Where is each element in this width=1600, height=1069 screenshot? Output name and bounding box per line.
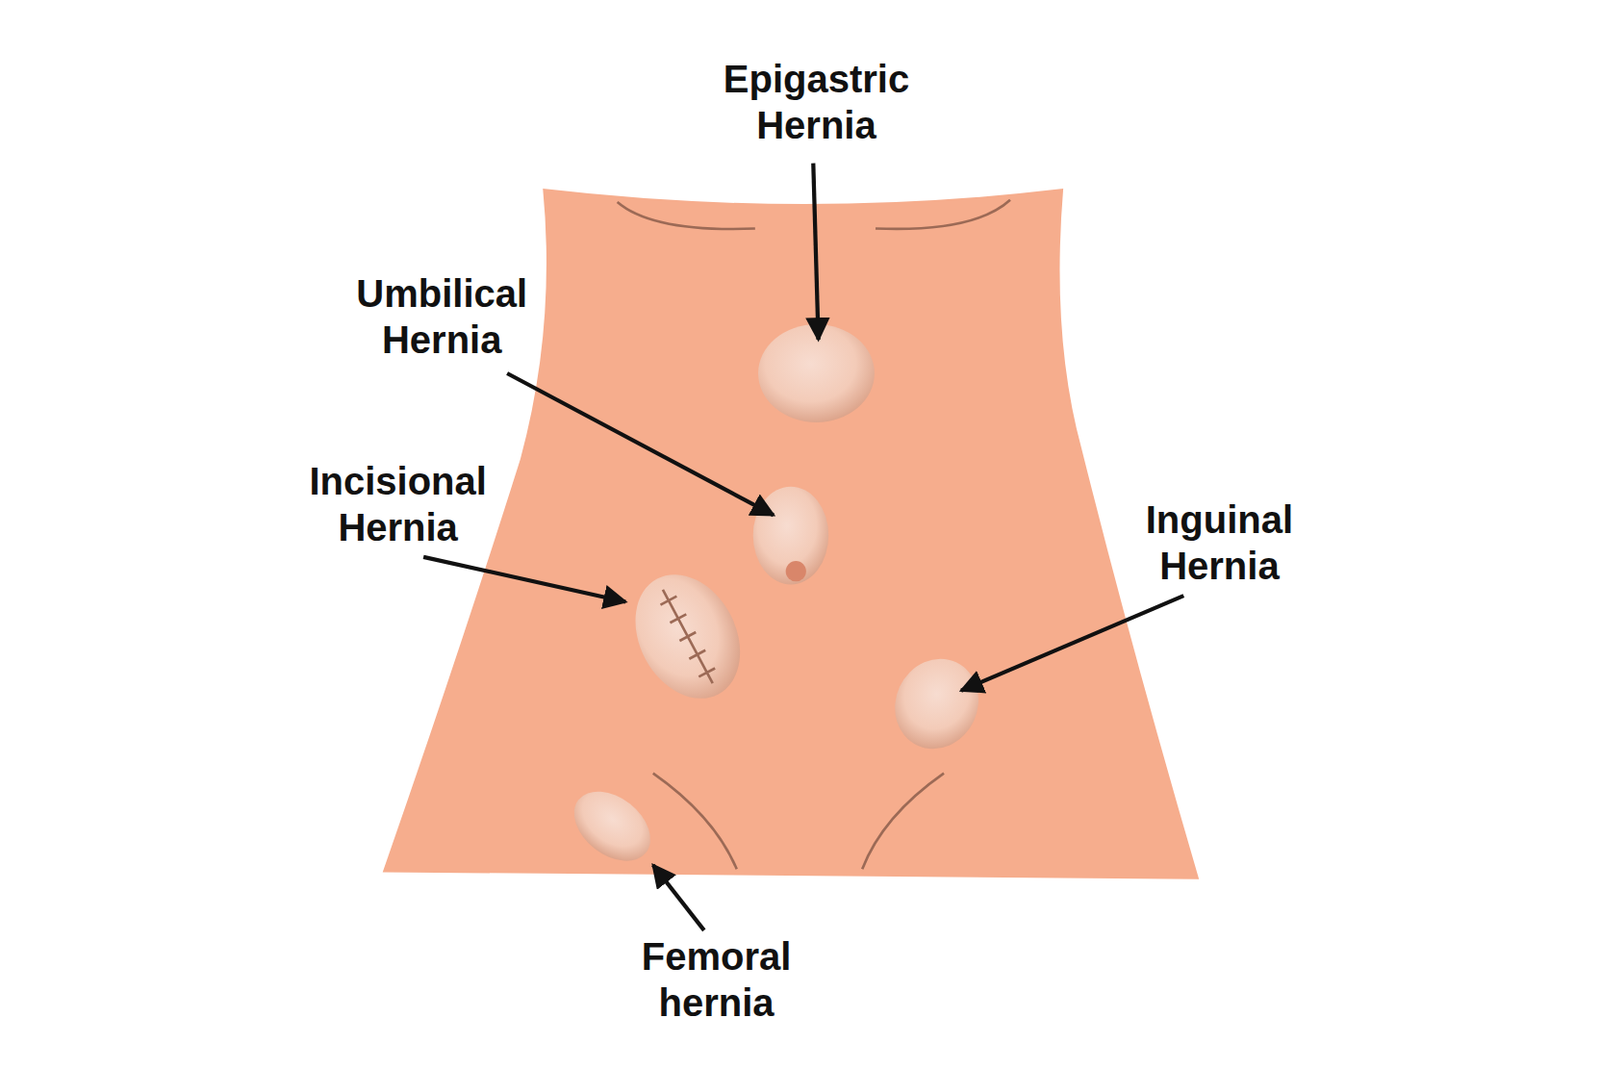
inguinal-bulge xyxy=(880,644,993,762)
epigastric-label: Epigastric Hernia xyxy=(723,55,910,149)
leader-arrows xyxy=(423,163,1184,931)
umbilical-bulge xyxy=(753,486,829,585)
incisional-label: Incisional Hernia xyxy=(308,457,487,551)
femoral-label: Femoral hernia xyxy=(641,933,792,1026)
inguinal-label: Inguinal Hernia xyxy=(1145,496,1294,589)
navel xyxy=(786,560,807,582)
umbilical-label: Umbilical Hernia xyxy=(355,270,528,363)
incisional-bulge xyxy=(614,556,762,717)
body-contours xyxy=(617,200,1011,869)
femoral-bulge xyxy=(560,777,664,876)
